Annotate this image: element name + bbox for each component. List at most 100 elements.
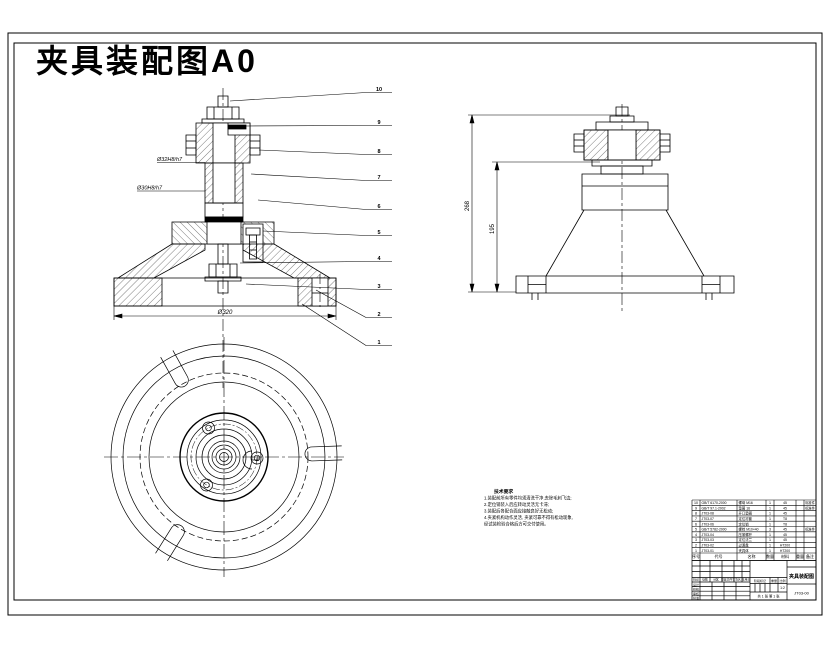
title-block: 标记处数分区更改文件号签名年月日设计校核审核批准 阶段标记 重量 比例 1:2 … — [692, 561, 816, 601]
notes-line: 3.装配后各配合面应接触良好无松动; — [484, 508, 553, 515]
bom-cell-name: 螺母 M16 — [739, 500, 753, 505]
bom-cell-qty: 1 — [769, 533, 771, 537]
bom-cell-name: 开口垫圈 — [739, 511, 753, 516]
bom-cell-seq: 10 — [694, 501, 698, 505]
bom-cell-material: T8 — [783, 522, 787, 526]
balloon-7: 7 — [377, 175, 380, 181]
balloon-1: 1 — [377, 340, 380, 346]
balloon-4: 4 — [377, 256, 381, 262]
balloon-labels: 10 9 8 7 6 5 4 3 2 1 — [376, 87, 382, 346]
bom-cell-name: 垫圈 16 — [739, 505, 751, 510]
dim-fit-lower: Ø30H8/h7 — [136, 186, 163, 192]
bom-cell-material: 45 — [783, 538, 787, 542]
bom-cell-material: 45 — [783, 528, 787, 532]
spacer-section-fill — [205, 217, 243, 222]
revision-label: 分区 — [713, 578, 719, 582]
bom-cell-code: JT03-04 — [702, 533, 715, 537]
bom-cell-name: 定位法兰 — [739, 537, 753, 542]
bom-cell-seq: 5 — [695, 528, 697, 532]
bom-header-cell: 数量 — [766, 553, 774, 559]
bom-cell-seq: 4 — [695, 533, 697, 537]
bom-cell-code: JT03-02 — [702, 544, 715, 548]
dim-overall-height: 268 — [465, 200, 471, 211]
revision-label: 年月日 — [742, 578, 751, 582]
clamp-slot — [156, 522, 187, 561]
top-view — [104, 337, 344, 577]
bom-cell-remark: 标准件 — [805, 527, 815, 532]
notes-line: 4.夹紧机构动作灵活, 夹紧可靠不得有松动现象, — [484, 514, 573, 521]
bom-cell-name: 定位衬套 — [739, 516, 753, 521]
bom-cell-qty: 1 — [769, 512, 771, 516]
bom-cell-seq: 7 — [695, 517, 697, 521]
notes-line: 经试装检验合格后方可交付使用。 — [484, 521, 548, 528]
bom-cell-code: GB/T 6170-2000 — [702, 501, 727, 505]
bom-cell-code: JT03-01 — [702, 549, 715, 553]
balloon-leaders — [230, 93, 392, 346]
bom-cell-code: JT03-07 — [702, 517, 715, 521]
balloon-3: 3 — [377, 284, 380, 290]
balloon-8: 8 — [377, 149, 380, 155]
bom-cell-name: 定位销 — [739, 521, 750, 526]
balloon-6: 6 — [377, 204, 380, 210]
bom-cell-material: 45 — [783, 533, 787, 537]
signature-label: 设计 — [693, 582, 699, 587]
balloon-5: 5 — [377, 230, 380, 236]
bom-cell-code: JT03-08 — [702, 512, 715, 516]
drawing-title: 夹具装配图 — [789, 573, 814, 580]
bom-header-cell: 材料 — [781, 553, 789, 559]
bom-cell-qty: 1 — [769, 549, 771, 553]
notes-header: 技术要求 — [494, 488, 513, 495]
drawing-code: JT03-00 — [794, 591, 809, 596]
signature-label: 校核 — [693, 586, 699, 591]
signature-label: 审核 — [693, 591, 699, 596]
dim-base-diameter: Ø320 — [217, 310, 233, 316]
bom-cell-qty: 1 — [769, 501, 771, 505]
revision-label: 签名 — [735, 578, 741, 582]
scale-value: 1:2 — [780, 586, 785, 590]
bom-header-cell: 重量 — [796, 553, 804, 559]
bom-cell-code: GB/T 5782-2000 — [702, 528, 727, 532]
weight-label: 重量 — [771, 578, 777, 583]
revision-label: 标记 — [693, 578, 699, 582]
bom-cell-seq: 3 — [695, 538, 697, 542]
balloon-10: 10 — [376, 87, 382, 93]
bom-cell-qty: 1 — [769, 522, 771, 526]
bom-cell-qty: 1 — [769, 517, 771, 521]
balloon-2: 2 — [377, 312, 380, 318]
bom-cell-qty: 1 — [769, 538, 771, 542]
bom-cell-material: HT200 — [780, 544, 790, 548]
front-section-view — [114, 88, 336, 388]
bom-cell-name: 压紧螺杆 — [739, 532, 753, 537]
bom-cell-name: 过渡盘 — [739, 543, 750, 548]
clamp-slot — [161, 350, 191, 389]
revision-label: 更改文件号 — [721, 578, 735, 582]
bolt-hole — [203, 422, 215, 434]
bom-cell-seq: 8 — [695, 512, 697, 516]
bom-table: 10GB/T 6170-2000螺母 M16145标准件9GB/T 97.1-2… — [692, 500, 816, 561]
notes-line: 1.装配前所有零件均须清洗干净,去除毛刺飞边; — [484, 495, 572, 502]
bom-cell-code: JT03-06 — [702, 522, 715, 526]
dim-body-height: 195 — [490, 223, 496, 234]
bom-header-cell: 代号 — [715, 553, 723, 559]
notes-line: 2.定位销装入后应转动灵活无卡滞; — [484, 501, 549, 508]
bom-cell-material: 45 — [783, 506, 787, 510]
bom-header-cell: 名称 — [748, 553, 756, 559]
bom-cell-remark: 标准件 — [805, 505, 815, 510]
bom-cell-name: 螺栓 M10×40 — [739, 527, 759, 532]
signature-label: 批准 — [693, 596, 699, 601]
washer-section-fill — [228, 125, 246, 129]
dim-fit-upper: Ø32H8/h7 — [156, 157, 183, 163]
stage-label: 阶段标记 — [754, 578, 766, 583]
bom-cell-qty: 3 — [769, 528, 771, 532]
technical-notes: 技术要求 1.装配前所有零件均须清洗干净,去除毛刺飞边;2.定位销装入后应转动灵… — [484, 488, 573, 528]
revision-label: 处数 — [702, 578, 708, 582]
bom-cell-material: 45 — [783, 501, 787, 505]
bom-cell-seq: 6 — [695, 522, 697, 526]
bom-cell-material: T8 — [783, 517, 787, 521]
sheet-count: 共 1 张 第 1 张 — [757, 594, 780, 599]
side-view — [516, 104, 734, 314]
balloon-9: 9 — [377, 120, 380, 126]
bom-cell-qty: 1 — [769, 506, 771, 510]
